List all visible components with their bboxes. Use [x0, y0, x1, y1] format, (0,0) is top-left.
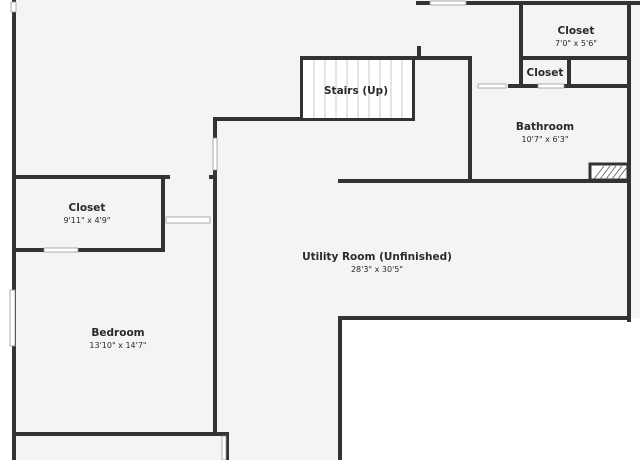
stair-treads — [303, 60, 412, 118]
room-dims-closet-top: 7'0" x 5'6" — [555, 39, 597, 48]
room-name-closet-small: Closet — [527, 67, 564, 79]
hatched-shaft — [588, 162, 630, 182]
room-name-closet-left: Closet — [69, 202, 106, 214]
room-dims-closet-left: 9'11" x 4'9" — [63, 216, 110, 225]
room-name-bedroom: Bedroom — [91, 327, 144, 339]
room-labels: Closet 7'0" x 5'6" Closet Stairs (Up) Ba… — [63, 25, 596, 350]
openings — [9, 0, 565, 460]
room-name-utility: Utility Room (Unfinished) — [302, 251, 452, 263]
room-name-stairs: Stairs (Up) — [324, 85, 388, 97]
walls — [12, 0, 640, 460]
floor-area — [14, 0, 640, 460]
room-dims-bathroom: 10'7" x 6'3" — [521, 135, 568, 144]
room-dims-utility: 28'3" x 30'5" — [351, 265, 403, 274]
room-name-closet-top: Closet — [558, 25, 595, 37]
room-dims-bedroom: 13'10" x 14'7" — [89, 341, 146, 350]
room-name-bathroom: Bathroom — [516, 121, 574, 133]
